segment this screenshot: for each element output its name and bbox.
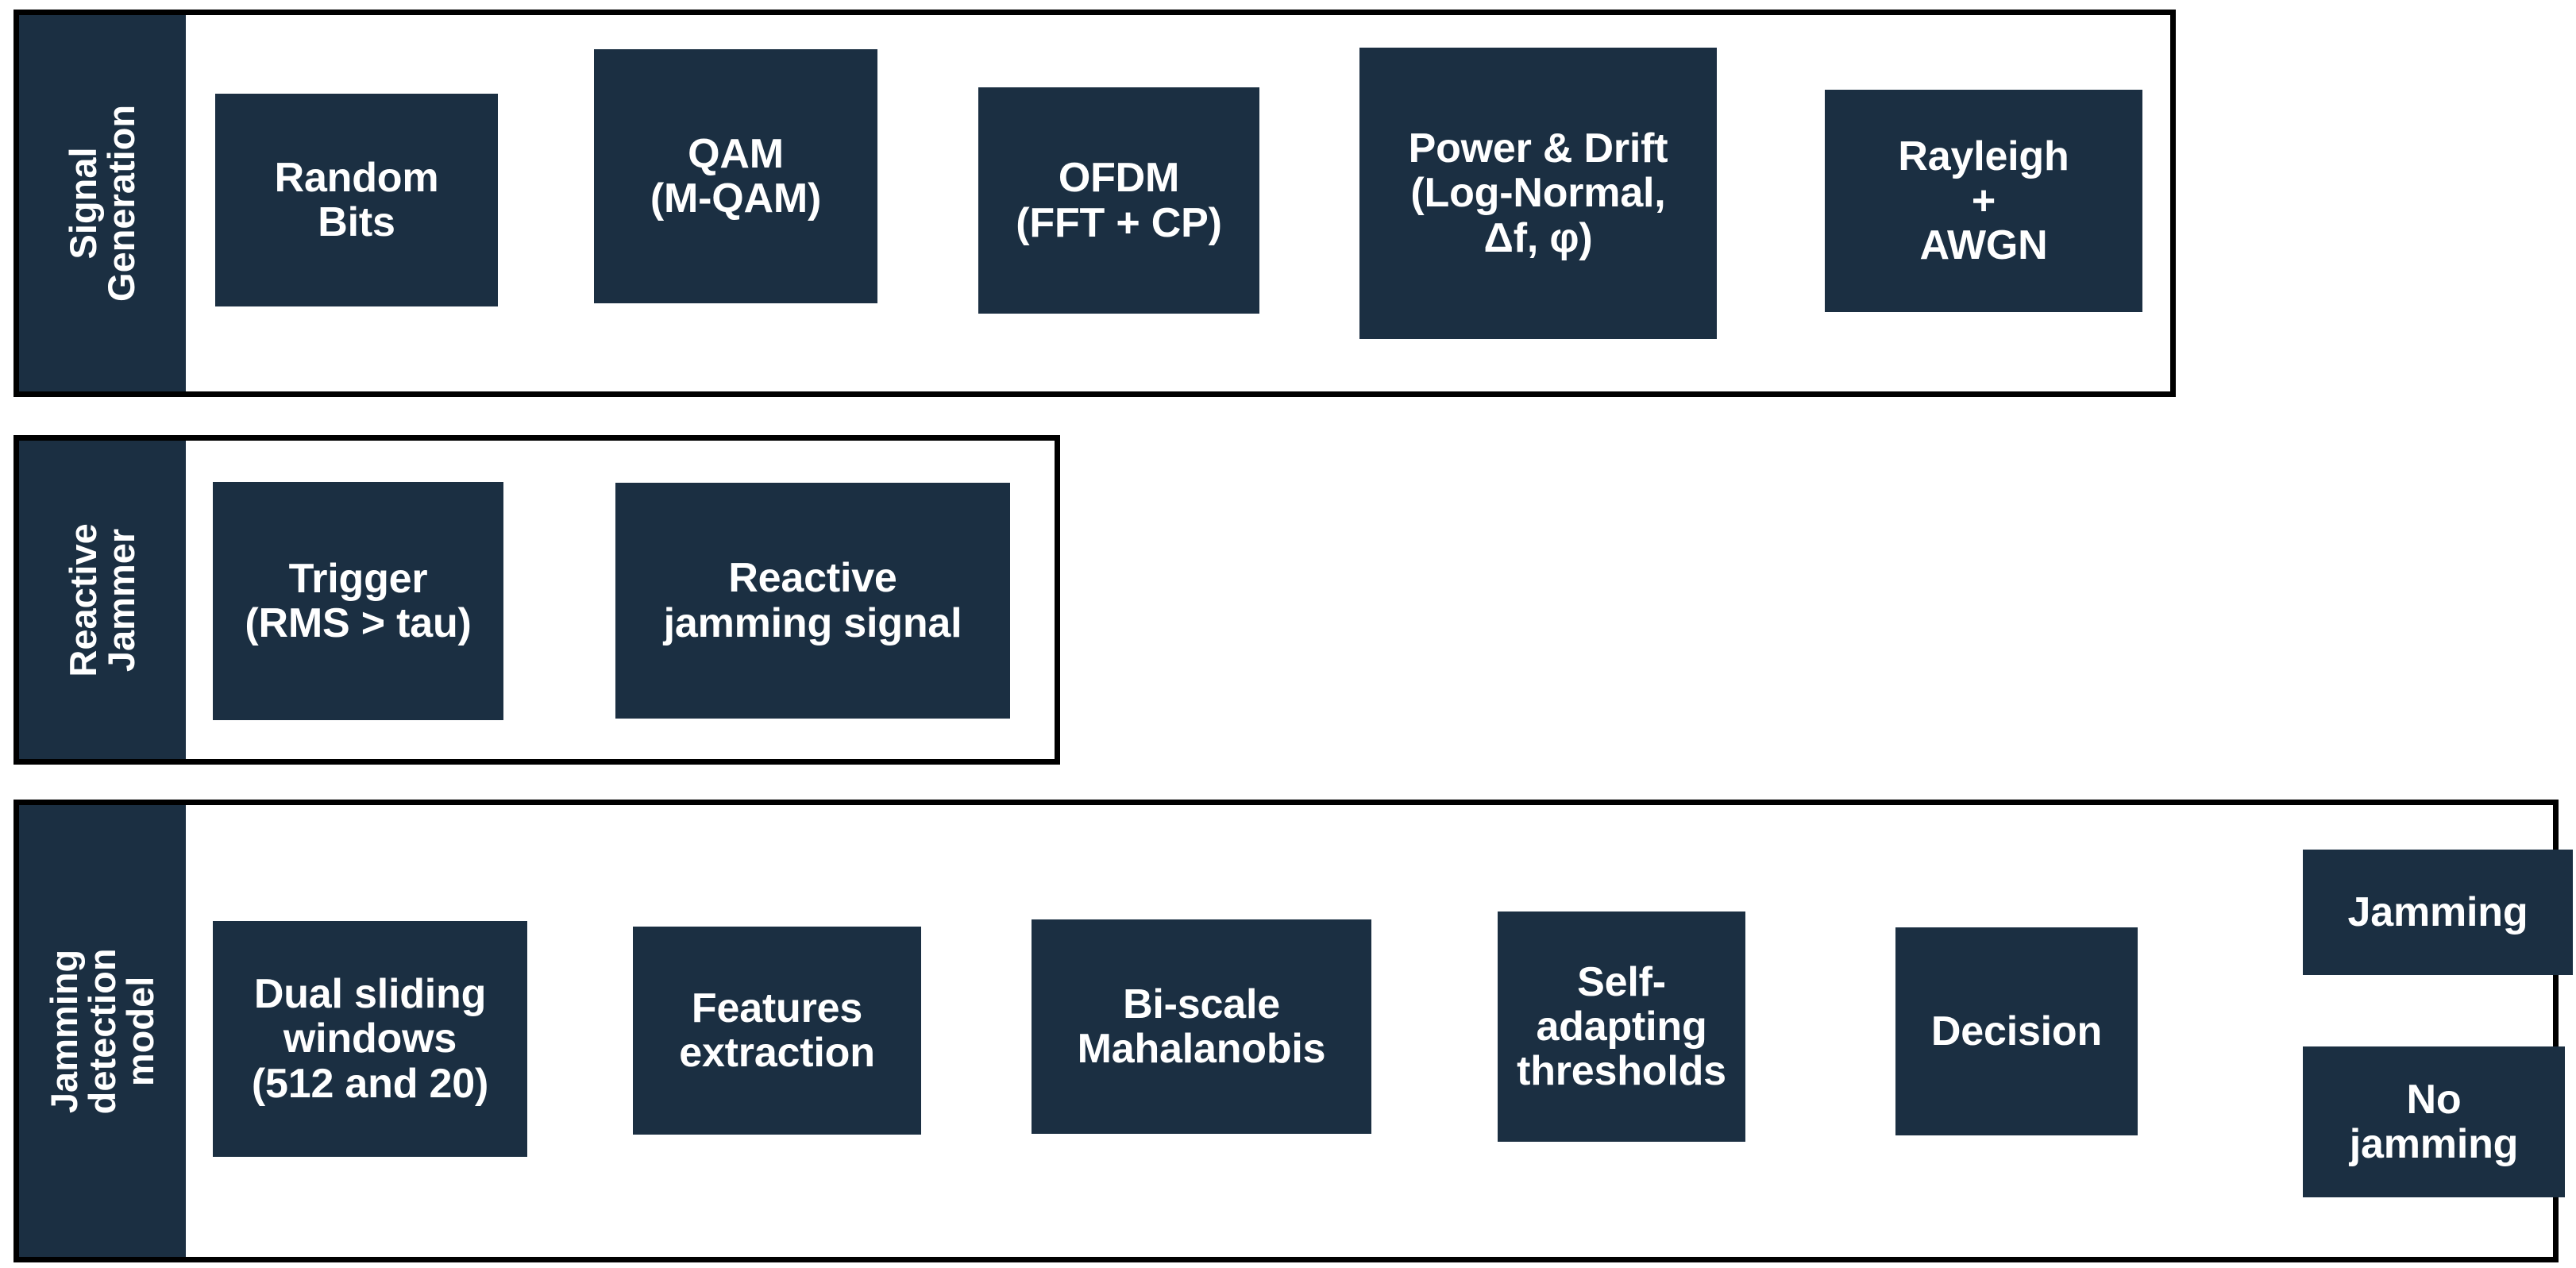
node-power-drift[interactable]: Power & Drift (Log-Normal, Δf, φ) [1359,48,1717,339]
band-signal-generation: Signal Generation [19,15,186,391]
node-decision[interactable]: Decision [1895,927,2138,1135]
node-ofdm[interactable]: OFDM (FFT + CP) [978,87,1259,314]
band-label-signal-generation: Signal Generation [62,104,143,303]
node-features-extraction[interactable]: Features extraction [633,927,921,1135]
node-dual-sliding-windows[interactable]: Dual sliding windows (512 and 20) [213,921,527,1157]
node-qam[interactable]: QAM (M-QAM) [594,49,877,303]
band-label-jamming-detection-model: Jamming detection model [43,948,161,1114]
node-random-bits[interactable]: Random Bits [215,94,498,306]
node-rayleigh-awgn[interactable]: Rayleigh + AWGN [1825,90,2142,312]
band-label-reactive-jammer: Reactive Jammer [62,522,142,677]
node-no-jamming[interactable]: No jamming [2303,1046,2565,1197]
node-jamming[interactable]: Jamming [2303,850,2573,975]
node-reactive-jamming-signal[interactable]: Reactive jamming signal [615,483,1010,719]
band-reactive-jammer: Reactive Jammer [19,441,186,759]
node-self-adapting-thresholds[interactable]: Self- adapting thresholds [1498,911,1745,1142]
node-trigger[interactable]: Trigger (RMS > tau) [213,482,503,720]
node-bi-scale-mahalanobis[interactable]: Bi-scale Mahalanobis [1032,919,1371,1134]
band-jamming-detection-model: Jamming detection model [19,805,186,1257]
